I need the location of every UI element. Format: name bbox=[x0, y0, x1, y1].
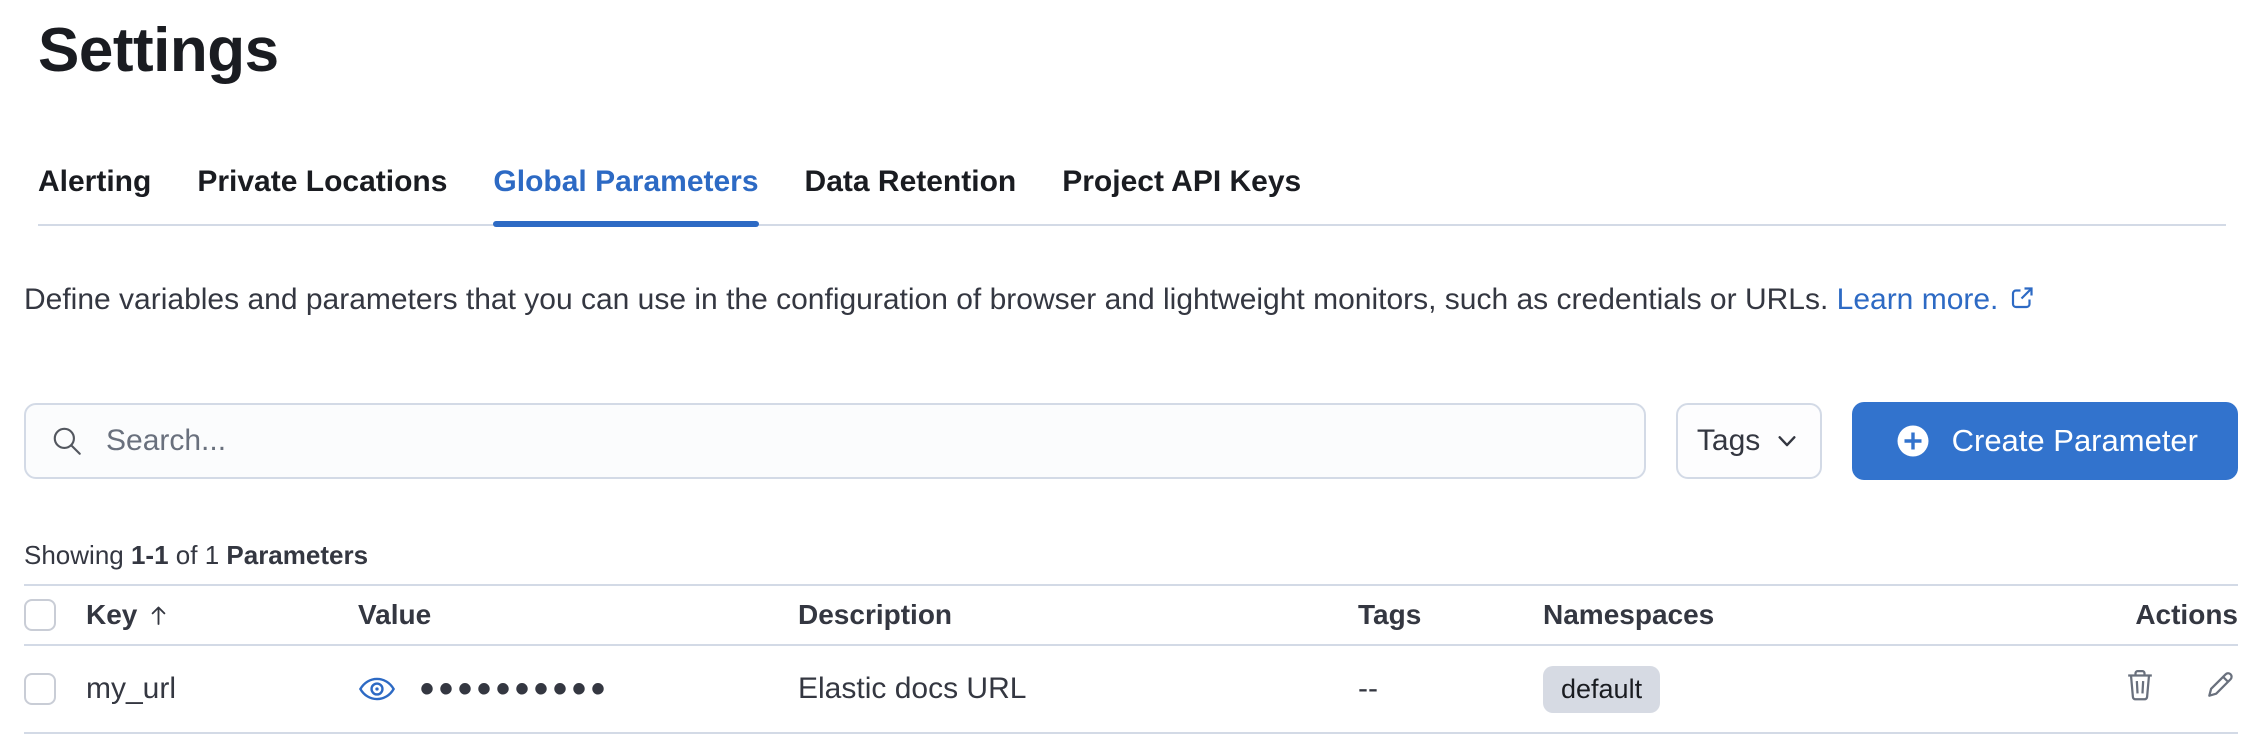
tab-global-parameters[interactable]: Global Parameters bbox=[493, 164, 759, 227]
tab-data-retention[interactable]: Data Retention bbox=[804, 165, 1017, 198]
settings-page: Settings Alerting Private Locations Glob… bbox=[0, 0, 2262, 734]
show-value-button[interactable] bbox=[358, 670, 396, 708]
row-checkbox[interactable] bbox=[24, 673, 56, 705]
global-parameters-panel: Define variables and parameters that you… bbox=[0, 276, 2262, 734]
tags-filter-button[interactable]: Tags bbox=[1675, 403, 1822, 479]
edit-parameter-button[interactable] bbox=[2202, 667, 2238, 703]
create-parameter-label: Create Parameter bbox=[1951, 423, 2198, 458]
search-box[interactable] bbox=[24, 403, 1646, 479]
param-key-cell: my_url bbox=[86, 672, 177, 705]
summary-of: of 1 bbox=[175, 540, 220, 570]
tab-private-locations[interactable]: Private Locations bbox=[197, 165, 448, 198]
namespace-badge: default bbox=[1543, 665, 1661, 713]
external-link-icon bbox=[2012, 287, 2033, 309]
search-input[interactable] bbox=[104, 423, 1620, 459]
toolbar: Tags Create Parameter bbox=[24, 402, 2238, 480]
create-parameter-button[interactable]: Create Parameter bbox=[1851, 402, 2238, 480]
trash-icon bbox=[2127, 670, 2152, 701]
page-description: Define variables and parameters that you… bbox=[24, 276, 2238, 372]
learn-more-link[interactable]: Learn more. bbox=[1837, 283, 2037, 316]
page-title: Settings bbox=[38, 16, 279, 85]
column-header-description: Description bbox=[798, 599, 953, 630]
results-summary: Showing 1-1 of 1 Parameters bbox=[24, 538, 2238, 572]
column-header-key[interactable]: Key bbox=[86, 599, 172, 631]
param-actions-cell bbox=[1923, 645, 2238, 733]
param-value-cell: •••••••••• bbox=[358, 669, 798, 709]
pencil-icon bbox=[2208, 672, 2233, 697]
summary-entity: Parameters bbox=[226, 540, 369, 570]
chevron-down-icon bbox=[1778, 436, 1796, 447]
key-header-label: Key bbox=[86, 599, 138, 630]
parameters-table: Key Value Description Tags Namespaces Ac… bbox=[24, 584, 2238, 734]
column-header-tags: Tags bbox=[1358, 599, 1422, 630]
column-header-value: Value bbox=[358, 599, 432, 630]
param-description-cell: Elastic docs URL bbox=[798, 672, 1027, 705]
tab-project-api-keys[interactable]: Project API Keys bbox=[1062, 165, 1302, 198]
description-text: Define variables and parameters that you… bbox=[24, 283, 1829, 316]
sort-arrow-up-icon bbox=[152, 606, 166, 625]
learn-more-label: Learn more. bbox=[1836, 283, 1999, 316]
column-header-actions: Actions bbox=[2135, 599, 2238, 630]
column-header-namespaces: Namespaces bbox=[1543, 599, 1715, 630]
select-all-checkbox[interactable] bbox=[24, 599, 56, 631]
table-row: my_url •••••••••• bbox=[24, 645, 2238, 733]
table-header-row: Key Value Description Tags Namespaces Ac… bbox=[24, 585, 2238, 645]
summary-showing: Showing bbox=[24, 540, 124, 570]
delete-parameter-button[interactable] bbox=[2122, 667, 2158, 703]
summary-range: 1-1 bbox=[130, 540, 169, 570]
tags-filter-label: Tags bbox=[1696, 424, 1761, 457]
search-icon bbox=[53, 427, 81, 455]
param-tags-cell: -- bbox=[1358, 672, 1378, 705]
page-header: Settings Alerting Private Locations Glob… bbox=[0, 0, 2262, 227]
eye-icon bbox=[359, 677, 395, 701]
tab-alerting[interactable]: Alerting bbox=[38, 165, 152, 198]
plus-icon bbox=[1897, 425, 1929, 457]
settings-tabs: Alerting Private Locations Global Parame… bbox=[38, 164, 2226, 227]
masked-value: •••••••••• bbox=[420, 667, 611, 711]
